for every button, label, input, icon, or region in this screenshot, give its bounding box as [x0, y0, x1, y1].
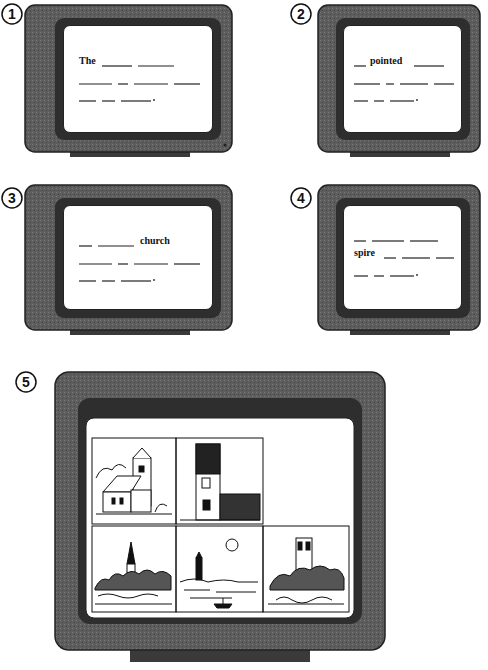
monitor — [25, 5, 232, 157]
blank-line — [121, 100, 151, 101]
blank-lines — [344, 26, 463, 134]
blank-line — [410, 240, 438, 241]
blank-line — [118, 83, 128, 84]
blank-line — [374, 275, 384, 276]
callout-number: 1 — [1, 3, 23, 25]
monitor — [318, 5, 480, 157]
blank-line — [400, 83, 428, 84]
full-stop — [153, 279, 155, 281]
blank-line — [354, 65, 366, 66]
blank-line — [354, 275, 368, 276]
monitor — [55, 372, 385, 662]
monitor-screen: The — [63, 25, 213, 133]
blank-line — [118, 263, 128, 264]
blank-line — [79, 83, 112, 84]
blank-line — [134, 263, 168, 264]
blank-line — [79, 263, 112, 264]
tower-picture — [180, 444, 260, 520]
blank-lines — [344, 206, 463, 311]
blank-line — [384, 257, 396, 258]
lake-picture — [180, 539, 258, 608]
callout-number: 5 — [15, 371, 37, 393]
blank-line — [79, 245, 92, 246]
full-stop — [416, 274, 418, 276]
monitor — [318, 185, 480, 335]
blank-line — [102, 100, 115, 101]
picture-panels — [92, 438, 349, 612]
screen-word: The — [79, 55, 96, 67]
callout-number: 2 — [290, 3, 312, 25]
woods-picture — [268, 538, 344, 604]
blank-line — [354, 240, 366, 241]
blank-line — [174, 263, 200, 264]
blank-line — [402, 257, 430, 258]
blank-line — [414, 65, 444, 66]
blank-line — [386, 83, 394, 84]
blank-line — [436, 257, 454, 258]
blank-line — [174, 83, 200, 84]
blank-line — [138, 65, 174, 66]
blank-line — [390, 100, 414, 101]
callout-number: 3 — [1, 187, 23, 209]
blank-line — [374, 100, 384, 101]
screen-word: pointed — [370, 55, 402, 67]
blank-line — [434, 83, 454, 84]
full-stop — [416, 99, 418, 101]
blank-line — [354, 83, 380, 84]
blank-line — [102, 65, 132, 66]
blank-line — [134, 83, 168, 84]
spire-picture — [95, 542, 172, 604]
blank-line — [121, 280, 151, 281]
blank-lines — [64, 206, 214, 311]
church-picture — [96, 448, 172, 514]
blank-line — [102, 280, 115, 281]
full-stop — [153, 99, 155, 101]
blank-line — [98, 245, 134, 246]
callout-number: 4 — [290, 187, 312, 209]
screen-word: spire — [354, 247, 375, 259]
monitor-screen: church — [63, 205, 213, 310]
blank-line — [354, 100, 368, 101]
blank-line — [79, 280, 96, 281]
blank-line — [79, 100, 96, 101]
blank-line — [390, 275, 414, 276]
callout-circle — [2, 4, 311, 392]
monitor-screen: spire — [343, 205, 462, 310]
monitor-screen: pointed — [343, 25, 462, 133]
blank-line — [372, 240, 404, 241]
screen-word: church — [140, 235, 170, 247]
blank-lines — [64, 26, 214, 134]
monitor — [25, 185, 232, 335]
